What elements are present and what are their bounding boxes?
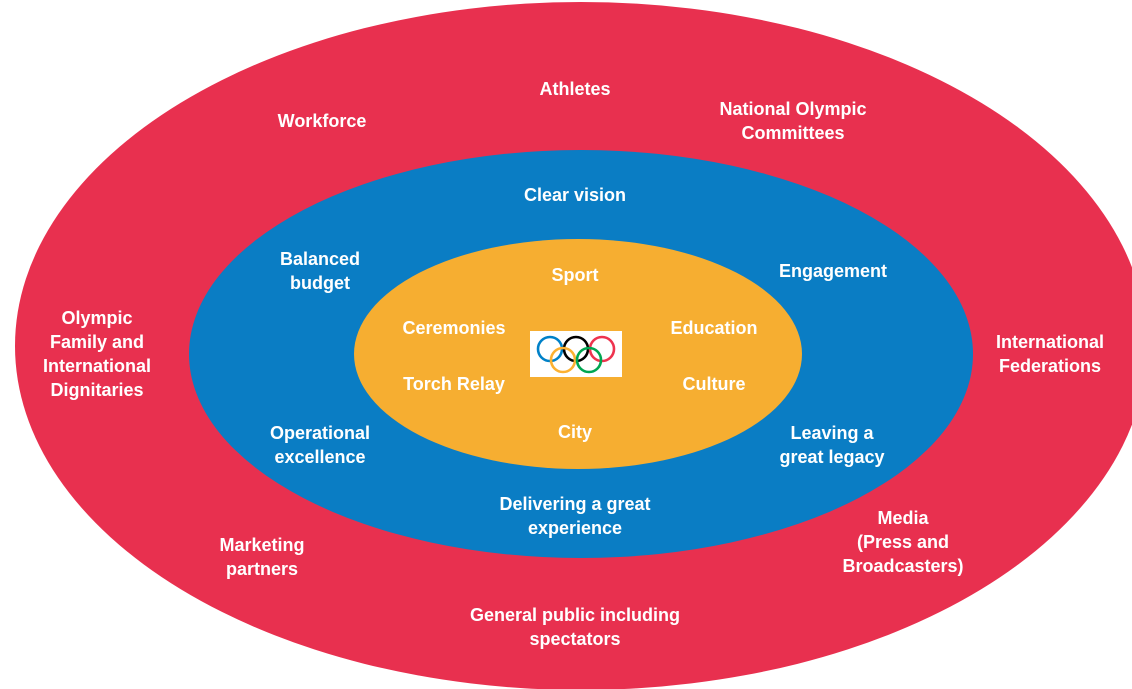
middle-label-engagement: Engagement [778,261,888,281]
outer-label-athletes: Athletes [539,79,611,99]
inner-label-sport: Sport [551,265,599,285]
middle-label-clear-vision: Clear vision [523,185,627,205]
outer-label-international-federations: International Federations [995,332,1105,376]
olympic-ring-green [575,346,603,374]
middle-label-operational-excellence: Operational excellence [269,423,371,467]
olympic-rings-icon [530,331,622,377]
inner-label-ceremonies: Ceremonies [402,318,506,338]
inner-label-education: Education [670,318,758,338]
middle-label-leaving-a-great-legacy: Leaving a great legacy [779,423,885,467]
outer-label-media: Media (Press and Broadcasters) [842,508,964,576]
outer-label-national-olympic-committees: National Olympic Committees [719,99,867,143]
inner-label-city: City [557,422,593,442]
outer-label-olympic-family: Olympic Family and International Dignita… [42,308,152,400]
inner-label-torch-relay: Torch Relay [403,374,505,394]
middle-label-delivering-a-great-experience: Delivering a great experience [499,494,651,538]
olympic-ring-yellow [549,346,577,374]
outer-label-workforce: Workforce [277,111,367,131]
outer-label-marketing-partners: Marketing partners [219,535,305,579]
inner-label-culture: Culture [682,374,746,394]
outer-label-general-public: General public including spectators [469,605,681,649]
middle-label-balanced-budget: Balanced budget [279,249,361,293]
